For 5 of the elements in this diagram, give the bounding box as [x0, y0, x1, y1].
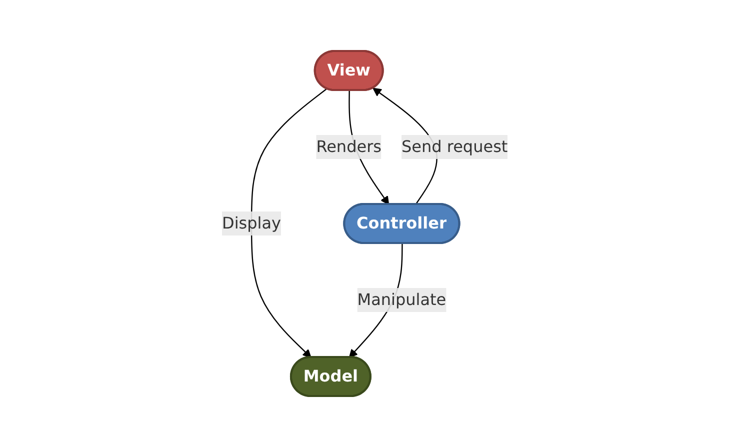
- edge-label: Renders: [316, 136, 382, 156]
- edge-label: Send request: [401, 136, 508, 156]
- edge-label: Display: [222, 213, 281, 232]
- arrow: [250, 88, 327, 358]
- edge-label: Manipulate: [356, 290, 446, 309]
